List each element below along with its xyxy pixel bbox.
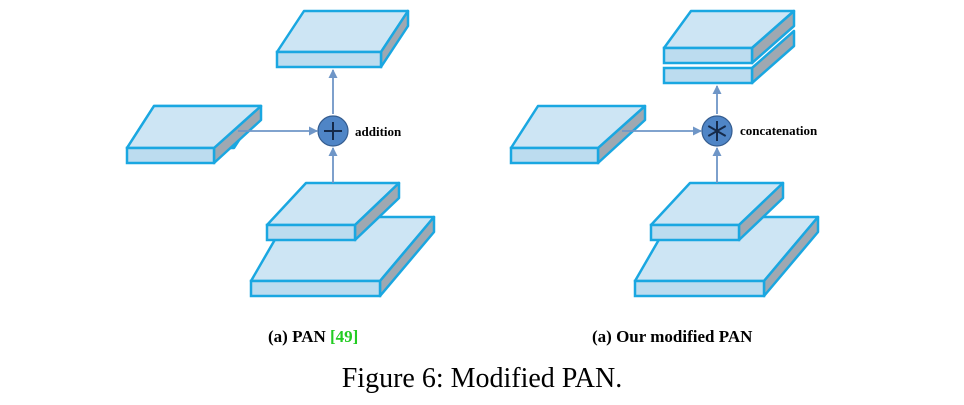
right-lateral-feature-map [509,104,647,165]
left-subcaption-citation[interactable]: [49] [330,327,358,346]
left-panel: addition (a) PAN [49] [125,9,436,346]
right-subcaption: (a) Our modified PAN [592,327,753,346]
left-lateral-feature-map [125,104,263,165]
left-subcaption-text: (a) PAN [268,327,330,346]
right-subcaption-text: (a) Our modified PAN [592,327,753,346]
left-subcaption: (a) PAN [49] [268,327,358,346]
concatenation-node [701,115,733,147]
figure-caption: Figure 6: Modified PAN. [341,363,623,394]
left-bottom-small-feature-map [265,181,401,242]
addition-node [317,115,349,147]
right-output-feature-map-upper [662,9,796,65]
right-panel: concatenation (a) Our modified PAN [509,9,820,346]
right-output-feature-map-lower [662,29,796,85]
concatenation-label: concatenation [740,123,818,138]
right-bottom-small-feature-map [649,181,785,242]
plus-icon [324,122,342,140]
addition-label: addition [355,124,402,139]
left-output-feature-map [275,9,410,69]
asterisk-icon [707,121,727,141]
